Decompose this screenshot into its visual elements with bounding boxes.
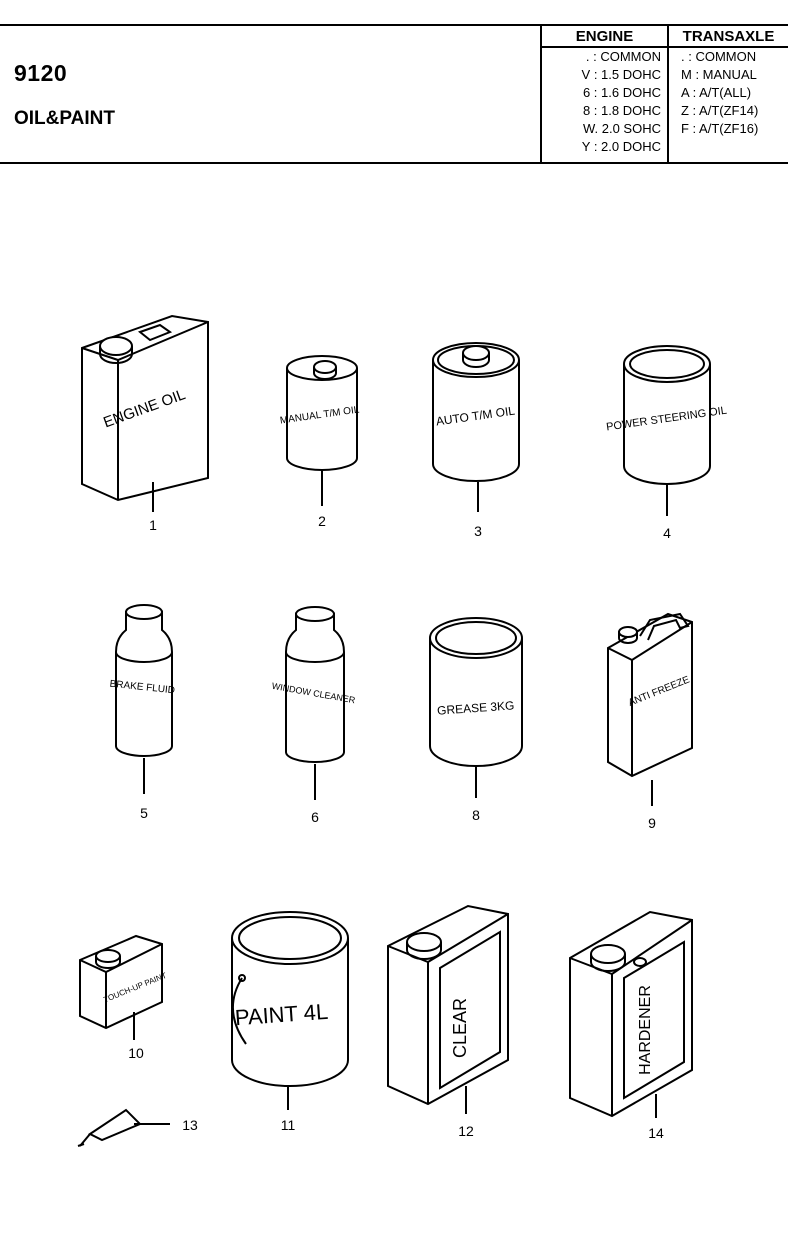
part-engine-oil-can[interactable]: ENGINE OIL 1 xyxy=(81,314,209,533)
part-number: 9 xyxy=(648,815,656,831)
part-number: 12 xyxy=(458,1123,474,1139)
transaxle-legend-row: A : A/T(ALL) xyxy=(681,85,752,100)
part-number: 10 xyxy=(128,1045,144,1061)
part-label: PAINT 4L xyxy=(234,999,329,1030)
part-number: 1 xyxy=(149,517,157,533)
part-label: GREASE 3KG xyxy=(437,698,515,717)
part-clear-can[interactable]: CLEAR 12 xyxy=(387,904,509,1139)
page-code: 9120 xyxy=(14,60,68,86)
part-manual-tm-oil-can[interactable]: MANUAL T/M OIL 2 xyxy=(279,355,360,529)
part-number: 2 xyxy=(318,513,326,529)
part-number: 6 xyxy=(311,809,319,825)
part-number: 4 xyxy=(663,525,671,541)
part-number: 8 xyxy=(472,807,480,823)
part-label: AUTO T/M OIL xyxy=(435,404,516,429)
engine-legend-row: 8 : 1.8 DOHC xyxy=(582,103,661,118)
part-paint-bucket[interactable]: PAINT 4L 11 xyxy=(231,911,349,1133)
part-label: MANUAL T/M OIL xyxy=(279,404,360,426)
engine-legend-row: Y : 2.0 DOHC xyxy=(581,139,661,154)
engine-legend-row: . : COMMON xyxy=(585,49,661,64)
engine-legend-row: V : 1.5 DOHC xyxy=(581,67,661,82)
page-title: OIL&PAINT xyxy=(14,108,115,129)
part-number: 14 xyxy=(648,1125,664,1141)
part-number: 11 xyxy=(281,1117,296,1133)
part-number: 5 xyxy=(140,805,148,821)
header-box: 9120 OIL&PAINT ENGINE . : COMMON V : 1.5… xyxy=(0,24,788,164)
part-touch-up-paint-box[interactable]: TOUCH-UP PAINT 10 xyxy=(79,934,168,1061)
transaxle-legend: TRANSAXLE . : COMMON M : MANUAL A : A/T(… xyxy=(667,26,788,162)
part-brake-fluid-bottle[interactable]: BRAKE FLUID 5 xyxy=(109,604,175,821)
engine-legend: ENGINE . : COMMON V : 1.5 DOHC 6 : 1.6 D… xyxy=(540,26,667,162)
part-number: 3 xyxy=(474,523,482,539)
part-label: CLEAR xyxy=(450,998,470,1058)
part-anti-freeze-jug[interactable]: ANTI FREEZE 9 xyxy=(607,612,693,831)
transaxle-legend-row: M : MANUAL xyxy=(681,67,757,82)
part-power-steering-oil-can[interactable]: POWER STEERING OIL 4 xyxy=(606,345,728,541)
engine-legend-row: 6 : 1.6 DOHC xyxy=(582,85,661,100)
transaxle-legend-row: F : A/T(ZF16) xyxy=(681,121,759,136)
part-auto-tm-oil-can[interactable]: AUTO T/M OIL 3 xyxy=(432,342,520,539)
part-number: 13 xyxy=(182,1117,198,1133)
part-label: HARDENER xyxy=(637,985,654,1075)
transaxle-legend-row: Z : A/T(ZF14) xyxy=(681,103,759,118)
engine-legend-heading: ENGINE xyxy=(542,26,667,48)
transaxle-legend-row: . : COMMON xyxy=(681,49,757,64)
part-hardener-can[interactable]: HARDENER 14 xyxy=(569,910,693,1141)
part-grease-can[interactable]: GREASE 3KG 8 xyxy=(429,617,523,823)
engine-legend-row: W. 2.0 SOHC xyxy=(582,121,661,136)
transaxle-legend-heading: TRANSAXLE xyxy=(669,26,788,48)
part-tube[interactable]: 13 xyxy=(77,1108,198,1147)
part-window-cleaner-bottle[interactable]: WINDOW CLEANER 6 xyxy=(271,606,356,825)
